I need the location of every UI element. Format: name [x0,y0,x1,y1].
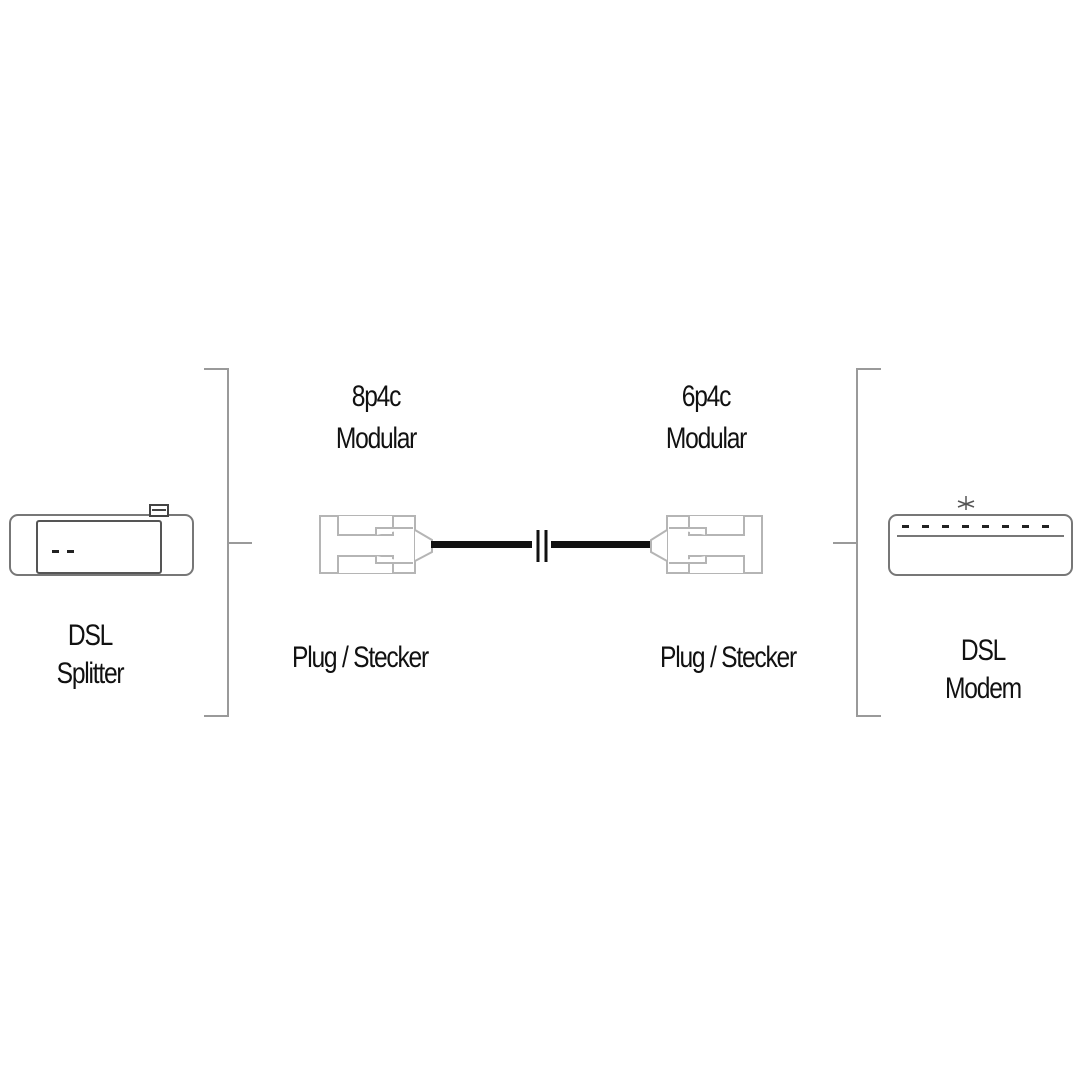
plug-6p4c-icon [650,515,763,574]
splitter-label-line1: DSL [67,619,113,652]
modem-label-line1: DSL [960,634,1006,667]
modem-leds [902,525,1049,528]
plug-left-type: 8p4c [351,380,402,413]
right-bracket [833,368,881,717]
dsl-modem-icon [888,496,1073,576]
plug-left-kind: Modular [335,422,418,455]
plug-left-caption: Plug / Stecker [292,641,429,674]
left-bracket [204,368,252,717]
plug-right-caption: Plug / Stecker [660,641,797,674]
plug-8p4c-icon [319,515,433,574]
splitter-label-line2: Splitter [56,657,125,690]
led-active-icon [957,496,975,510]
plug-right-kind: Modular [665,422,748,455]
cable [431,530,651,562]
dsl-splitter-icon [9,504,194,576]
modem-label-line2: Modem [945,672,1022,705]
plug-right-type: 6p4c [681,380,732,413]
